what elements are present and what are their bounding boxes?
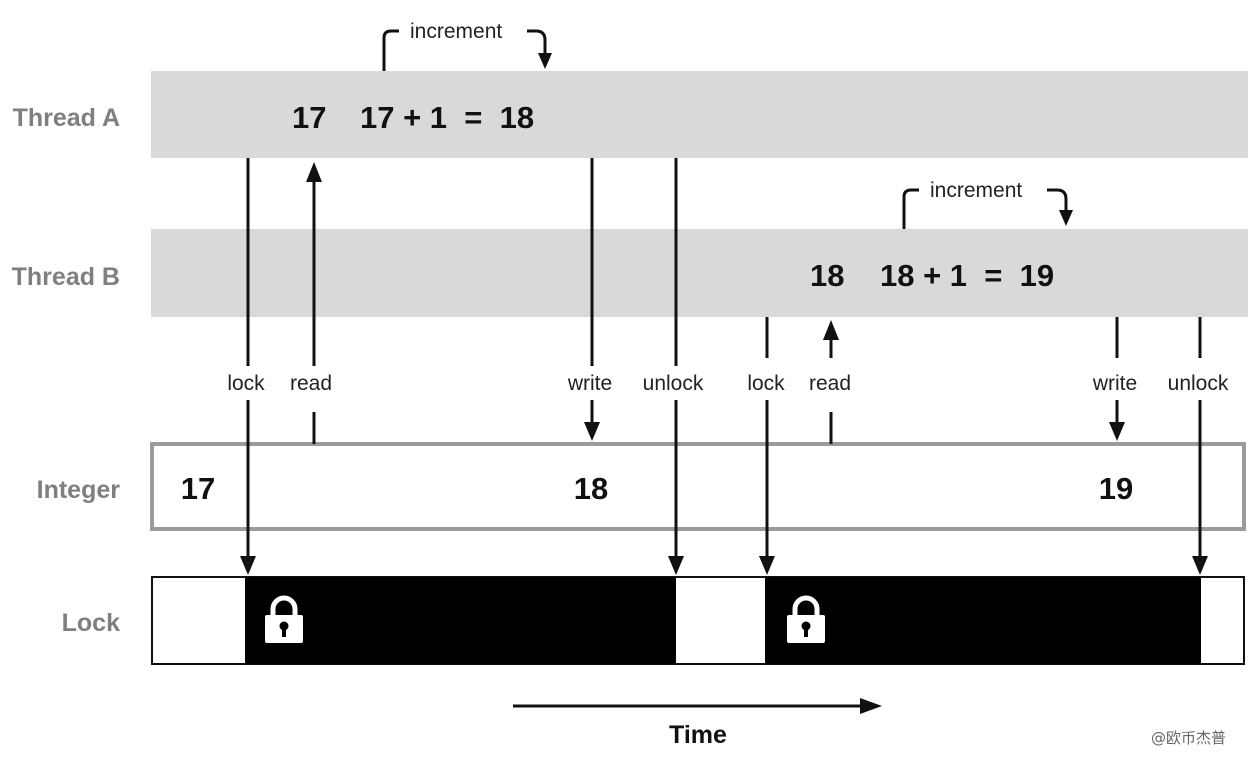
event-label-write-2: write — [1092, 372, 1137, 395]
increment-bracket-b — [902, 188, 1073, 229]
event-label-read-2: read — [809, 372, 851, 395]
thread-a-label: Thread A — [13, 104, 120, 132]
integer-value-17: 17 — [181, 471, 215, 506]
thread-a-expression: 17 + 1 = 18 — [360, 100, 534, 135]
read-arrow-2 — [823, 320, 839, 444]
integer-value-19: 19 — [1099, 471, 1133, 506]
read-arrow-1 — [306, 162, 322, 444]
thread-b-label: Thread B — [12, 263, 120, 291]
lock-arrow-2 — [759, 317, 775, 575]
integer-box — [150, 442, 1246, 531]
lock-held-segment-1 — [245, 577, 676, 664]
watermark: @欧币杰普 — [1151, 729, 1226, 747]
increment-label-a: increment — [410, 20, 502, 43]
time-arrow — [513, 698, 882, 714]
lock-held-segment-2 — [765, 577, 1201, 664]
padlock-icon — [787, 595, 825, 643]
event-label-unlock-1: unlock — [643, 372, 704, 395]
event-label-read-1: read — [290, 372, 332, 395]
integer-value-18: 18 — [574, 471, 608, 506]
lock-arrow-1 — [240, 158, 256, 575]
padlock-icon — [265, 595, 303, 643]
thread-a-band — [151, 71, 1248, 158]
unlock-arrow-1 — [668, 158, 684, 575]
integer-label: Integer — [37, 476, 121, 504]
thread-b-band — [151, 229, 1248, 317]
lock-label: Lock — [62, 609, 120, 637]
increment-bracket-a — [382, 29, 552, 71]
event-label-unlock-2: unlock — [1168, 372, 1229, 395]
event-label-lock-1: lock — [227, 372, 265, 395]
thread-a-read-value: 17 — [292, 100, 326, 135]
unlock-arrow-2 — [1192, 317, 1208, 575]
thread-b-read-value: 18 — [810, 258, 844, 293]
event-label-lock-2: lock — [747, 372, 785, 395]
increment-label-b: increment — [930, 179, 1022, 202]
time-label: Time — [669, 721, 727, 749]
event-label-write-1: write — [567, 372, 612, 395]
write-arrow-2 — [1109, 317, 1125, 441]
write-arrow-1 — [584, 158, 600, 441]
thread-b-expression: 18 + 1 = 19 — [880, 258, 1054, 293]
